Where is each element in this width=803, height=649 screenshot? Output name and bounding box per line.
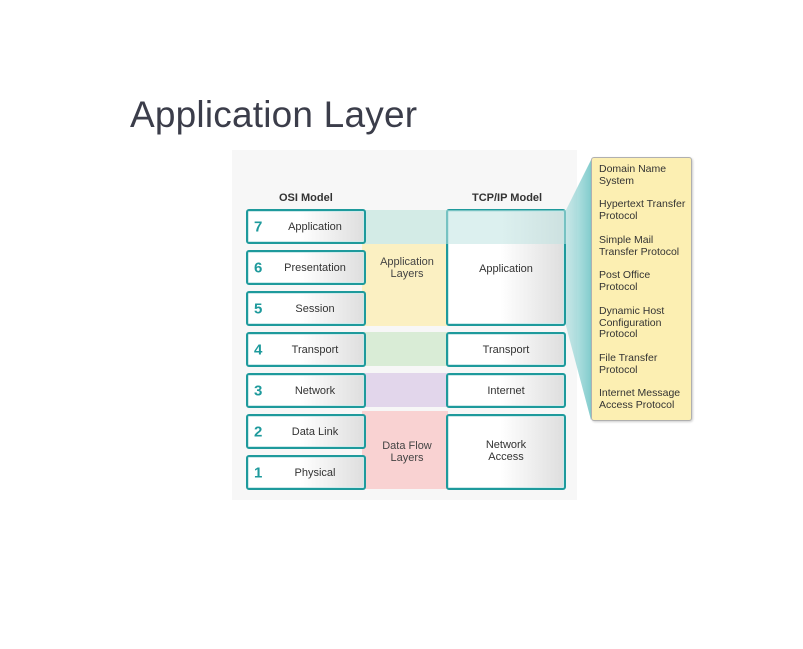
layer-number: 3 [254,382,263,399]
tcpip-layer-label: Internet [487,385,525,397]
osi-layer-2-data-link: 2 Data Link [246,414,366,449]
network-band [362,373,448,407]
protocols-callout: Domain Name System Hypertext Transfer Pr… [591,157,692,421]
osi-layer-5-session: 5 Session [246,291,366,326]
tcpip-layer-label: Application [479,263,533,275]
protocol-pop: Post Office Protocol [599,269,651,293]
slide-title: Application Layer [130,94,418,135]
tcpip-network-access-layer: Network Access [446,414,566,490]
data-flow-layers-label: Data Flow Layers [382,440,432,464]
tcpip-layer-label: Network Access [485,439,527,463]
osi-layer-7-application: 7 Application [246,209,366,244]
application-layers-band [362,244,448,326]
protocol-dns: Domain Name System [599,163,667,187]
layer-number: 1 [254,464,263,481]
tcpip-internet-layer: Internet [446,373,566,408]
protocol-http: Hypertext Transfer Protocol [599,198,686,222]
layer-number: 7 [254,218,263,235]
layer-label: Presentation [284,261,346,274]
tcpip-layer-label: Transport [482,344,530,356]
callout-wedge-shape [566,160,591,420]
osi-layer-6-presentation: 6 Presentation [246,250,366,285]
layer-label: Session [295,302,335,315]
protocol-ftp: File Transfer Protocol [599,352,658,376]
layer-label: Data Link [291,425,339,438]
osi-layer-4-transport: 4 Transport [246,332,366,367]
tcpip-transport-layer: Transport [446,332,566,367]
tcpip-model-header: TCP/IP Model [472,192,543,204]
transport-band [362,332,448,366]
layer-number: 4 [254,341,263,358]
protocol-smtp: Simple Mail Transfer Protocol [599,234,680,258]
layer-number: 2 [254,423,263,440]
application-layers-label: Application Layers [380,256,434,280]
protocol-dhcp: Dynamic Host Configuration Protocol [599,305,665,340]
application-row-highlight [446,210,566,244]
layer-label: Network [294,384,336,397]
layer-label: Transport [291,343,339,356]
layer-number: 6 [254,259,263,276]
layer-number: 5 [254,300,263,317]
data-flow-layers-band [362,411,448,489]
osi-model-header: OSI Model [279,192,333,204]
layer-label: Application [288,220,342,233]
osi-layer-3-network: 3 Network [246,373,366,408]
osi-layer-1-physical: 1 Physical [246,455,366,490]
layer-label: Physical [294,466,336,479]
protocol-imap: Internet Message Access Protocol [599,387,681,411]
